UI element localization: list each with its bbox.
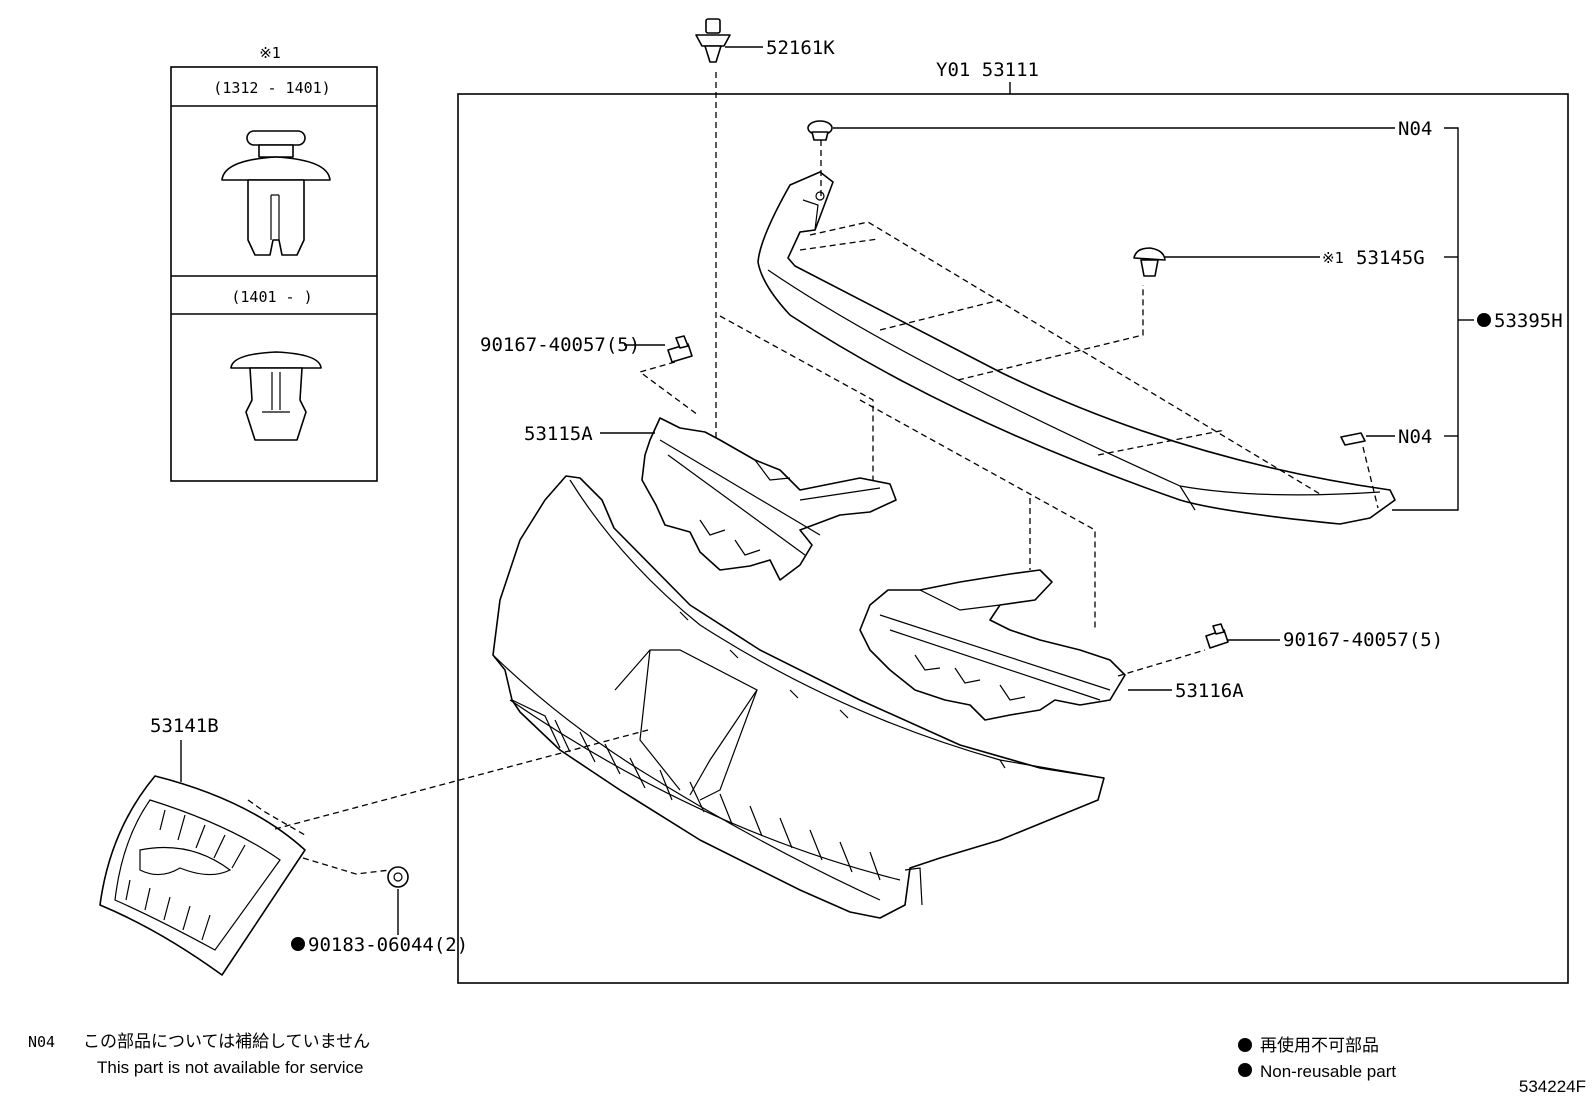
label-nut: 90183-06044(2) <box>308 934 468 956</box>
non-reusable-dot-icon <box>291 937 305 951</box>
non-reusable-dot-icon <box>1477 313 1491 327</box>
clip-variant-inset: ※1 (1312 - 1401) (1401 - ) <box>170 44 378 482</box>
upper-molding-drawing <box>757 120 1396 525</box>
inset-frame <box>170 66 378 482</box>
legend-n04-code: N04 <box>28 1033 55 1051</box>
label-bolt-right: 90167-40057(5) <box>1283 629 1443 651</box>
label-53141b: 53141B <box>150 715 219 737</box>
bracket-53116a-drawing <box>859 569 1126 721</box>
legend-dot-icon <box>1238 1063 1252 1077</box>
label-n04-lower: N04 <box>1398 426 1432 448</box>
assembly-frame <box>457 93 1569 984</box>
label-53395h: 53395H <box>1494 310 1563 332</box>
clip-variant-2-drawing <box>230 351 322 441</box>
legend-bullet-en: Non-reusable part <box>1260 1062 1396 1081</box>
legend-bullet-jp: 再使用不可部品 <box>1260 1035 1379 1056</box>
clip-variant-1-drawing <box>221 130 331 256</box>
nut-drawing <box>387 866 409 888</box>
bolt-left-drawing <box>667 335 693 363</box>
bolt-right-drawing <box>1205 623 1229 649</box>
label-53116a: 53116A <box>1175 680 1244 702</box>
emblem-53141b-drawing <box>99 775 306 976</box>
legend-dot-icon <box>1238 1038 1252 1052</box>
label-53145g-mark: ※1 <box>1322 249 1344 267</box>
diagram-number: 534224F <box>1519 1077 1586 1096</box>
bracket-53115a-drawing <box>641 417 897 581</box>
radiator-grille-drawing <box>492 475 1105 919</box>
clip-52161k-drawing <box>695 18 731 63</box>
label-53145g: 53145G <box>1356 247 1425 269</box>
legend-n04-jp: この部品については補給していません <box>83 1032 370 1052</box>
label-n04-top: N04 <box>1398 118 1432 140</box>
inset-range-2: (1401 - ) <box>231 288 312 306</box>
label-assembly: Y01 53111 <box>936 59 1039 81</box>
legend-n04-en: This part is not available for service <box>97 1058 363 1077</box>
clip-53145g-drawing <box>1133 247 1166 277</box>
label-bolt-left: 90167-40057(5) <box>480 334 640 356</box>
inset-mark: ※1 <box>259 44 281 62</box>
label-52161k: 52161K <box>766 37 835 59</box>
inset-range-1: (1312 - 1401) <box>213 79 330 97</box>
label-53115a: 53115A <box>524 423 593 445</box>
